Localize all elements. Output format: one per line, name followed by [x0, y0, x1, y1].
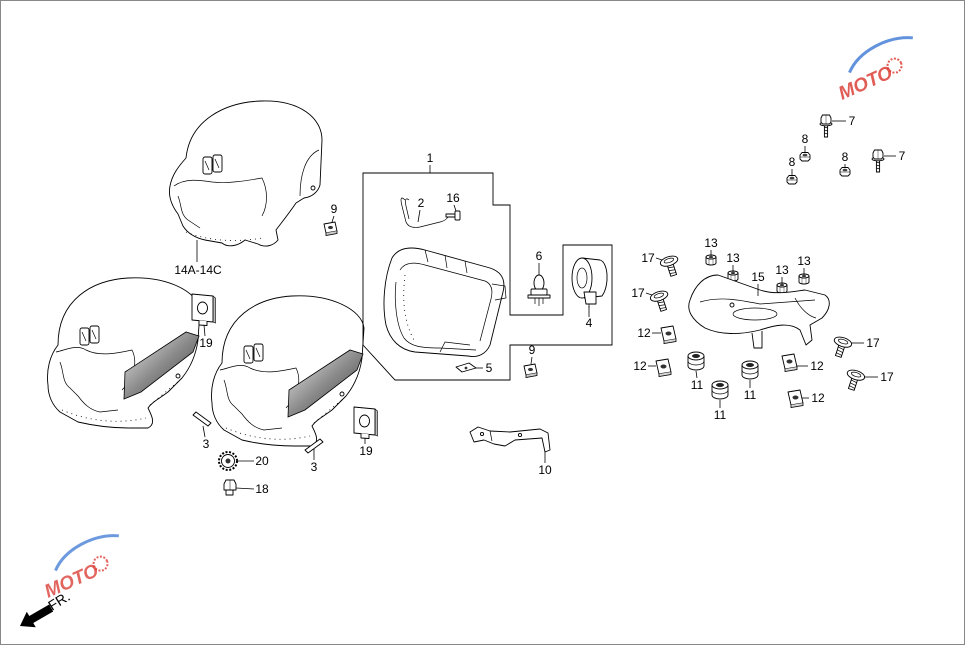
nut-13-d	[798, 273, 810, 285]
headlight-unit	[383, 247, 507, 357]
logo-gear-icon	[886, 57, 903, 74]
clip-9-lower	[523, 363, 538, 378]
callout-19-left: 19	[199, 336, 213, 350]
callout-8-left: 8	[789, 155, 796, 169]
pin-3-left	[192, 411, 212, 427]
callout-15: 15	[751, 270, 765, 284]
arrow-down-left-icon	[20, 604, 54, 628]
callout-9-upper: 9	[331, 202, 338, 216]
nut-13-a	[705, 254, 717, 266]
logo-gear-icon	[92, 555, 109, 572]
callout-12-a: 12	[637, 326, 651, 340]
callout-20: 20	[255, 454, 269, 468]
callout-labels: 1 2 16 6 4 5 9 9 14A-14C 19 3 20 18 19 3…	[174, 114, 905, 496]
callout-8-right: 8	[842, 150, 849, 164]
windscreen-14a-14c	[169, 100, 323, 247]
callout-13-c: 13	[775, 263, 789, 277]
callout-13-b: 13	[726, 251, 740, 265]
callout-14a-14c: 14A-14C	[174, 263, 222, 277]
socket-4	[571, 257, 608, 308]
callout-7-right: 7	[899, 149, 906, 163]
logo-swoosh-icon	[848, 36, 913, 74]
callout-17-b: 17	[631, 286, 645, 300]
callout-11-b: 11	[744, 388, 757, 402]
callout-8-top: 8	[802, 132, 809, 146]
callout-5: 5	[486, 361, 493, 375]
pin-3-right	[304, 438, 324, 454]
callout-19-right: 19	[359, 444, 373, 458]
callout-11-c: 11	[714, 408, 727, 422]
grommet-11-a	[687, 351, 705, 371]
bulb-6	[527, 274, 551, 306]
callout-17-a: 17	[641, 251, 655, 265]
clip-9-upper	[323, 221, 338, 236]
callout-2: 2	[418, 196, 425, 210]
nut-8-top	[799, 152, 811, 162]
wire-2	[400, 197, 450, 228]
bracket-15	[688, 274, 830, 349]
callout-7-top: 7	[849, 114, 856, 128]
callout-6: 6	[536, 249, 543, 263]
callout-17-d: 17	[880, 370, 894, 384]
nut-13-c	[776, 282, 788, 294]
screw-16	[445, 210, 461, 221]
logo-swoosh-icon	[54, 534, 119, 572]
callout-10: 10	[538, 463, 552, 477]
callout-1: 1	[427, 151, 434, 165]
callout-13-d: 13	[797, 254, 811, 268]
plate-19-right	[353, 406, 378, 439]
plate-19-left	[191, 293, 216, 326]
callout-11-a: 11	[691, 378, 704, 392]
assembly-1-outline	[362, 172, 613, 381]
nut-8-right	[839, 167, 851, 177]
callout-9-lower: 9	[529, 343, 536, 357]
callout-18: 18	[255, 482, 269, 496]
leader-lines	[196, 120, 896, 490]
bolt-18	[223, 479, 237, 496]
washer-20	[218, 451, 238, 471]
callout-17-c: 17	[866, 336, 880, 350]
callout-3-right: 3	[311, 460, 318, 474]
callout-3-left: 3	[203, 437, 210, 451]
callout-13-a: 13	[704, 236, 718, 250]
callout-12-c: 12	[810, 359, 824, 373]
grommet-11-c	[711, 380, 729, 400]
callout-16: 16	[446, 191, 460, 205]
callout-12-b: 12	[633, 359, 647, 373]
nut-8-left	[786, 175, 798, 185]
grommet-11-b	[741, 360, 759, 380]
callout-4: 4	[586, 316, 593, 330]
callout-12-d: 12	[811, 391, 825, 405]
